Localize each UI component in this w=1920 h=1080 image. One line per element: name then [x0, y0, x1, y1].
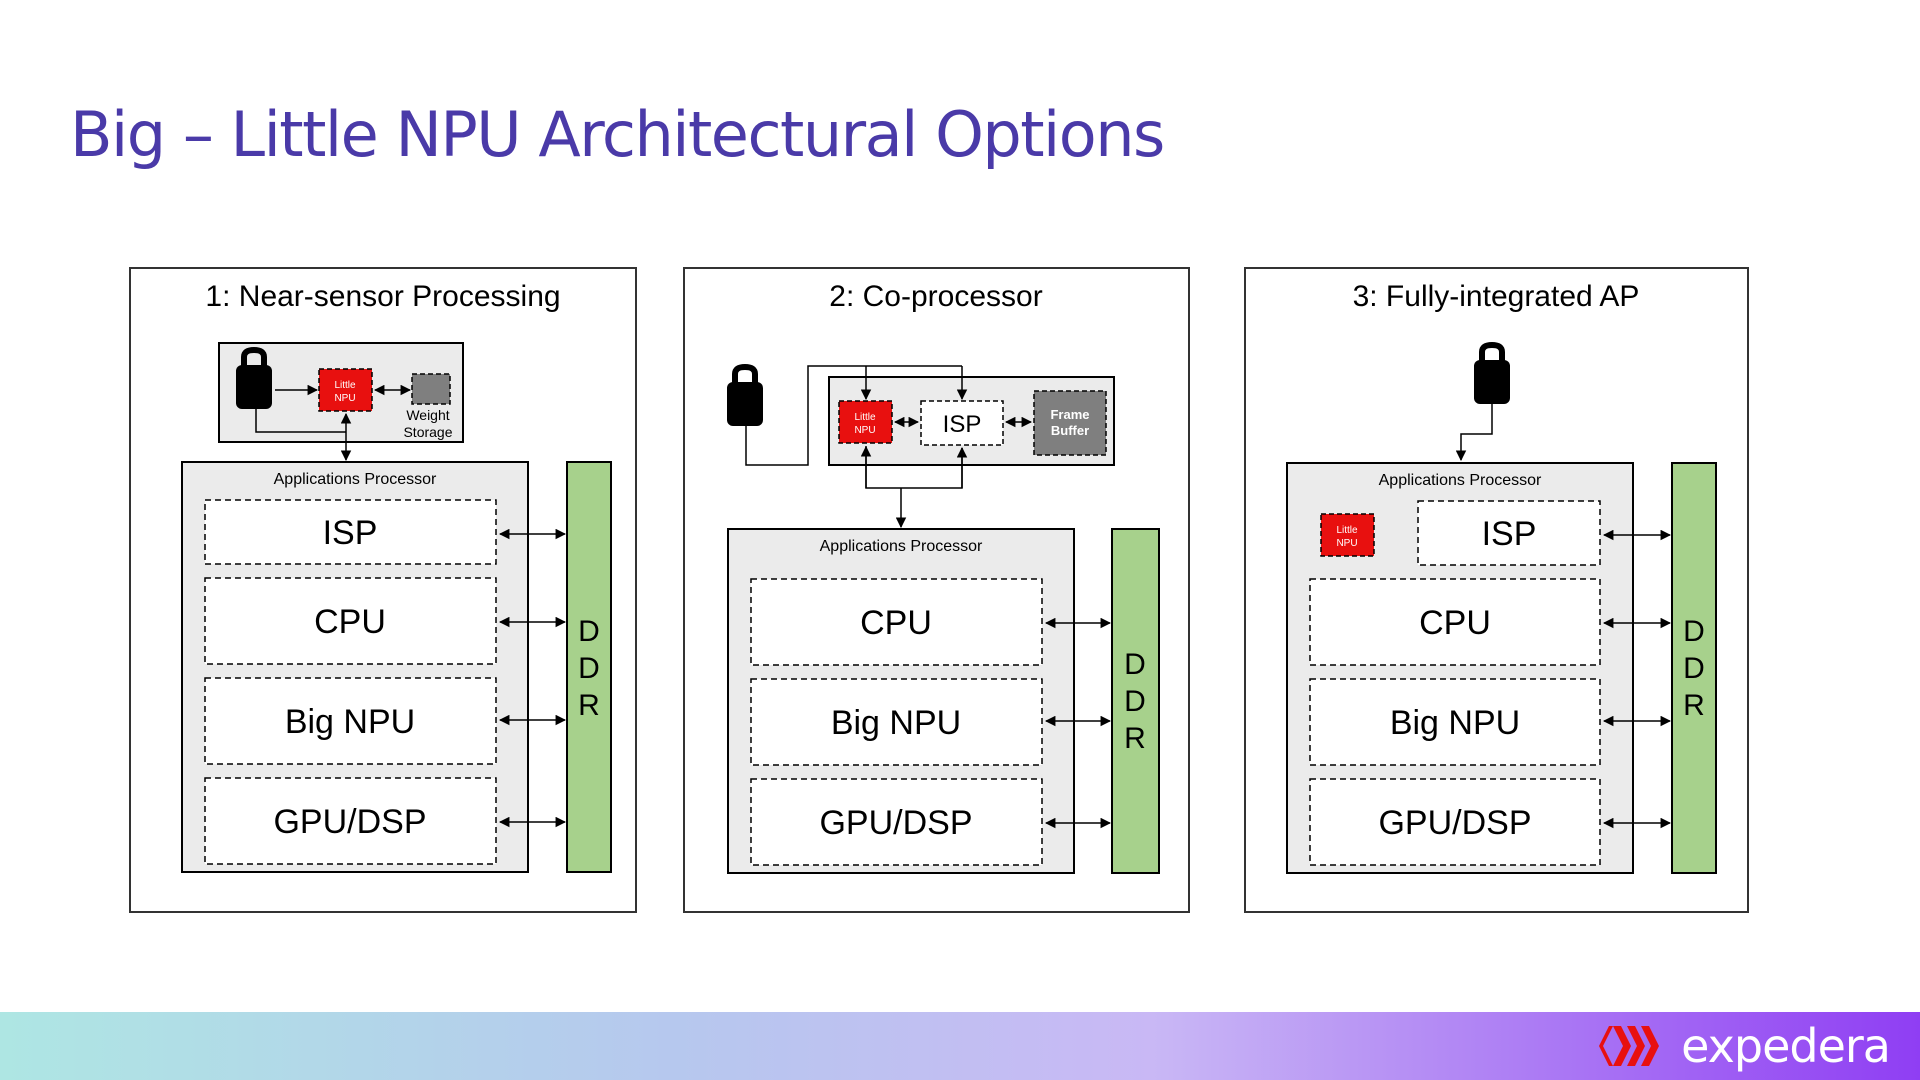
little-npu-label: NPU [1336, 538, 1357, 549]
sensor-bypass-line [255, 408, 346, 433]
little-npu-label: NPU [334, 393, 355, 404]
little-npu-label: Little [1336, 525, 1358, 536]
cpu-block [750, 578, 1043, 666]
isp-block [204, 499, 497, 565]
ddr-memory [1671, 462, 1717, 874]
panel-near-sensor: 1: Near-sensor Processing Little NPU Wei… [129, 267, 637, 913]
frame-buffer-label: Frame [1050, 407, 1089, 422]
big-npu-label: Big NPU [831, 704, 961, 742]
ddr-letter: D [1683, 652, 1705, 685]
cpu-label: CPU [1419, 604, 1491, 642]
big-npu-block [204, 677, 497, 765]
little-npu-block [838, 400, 893, 444]
page-title: Big – Little NPU Architectural Options [70, 98, 1165, 171]
panel-co-processor: 2: Co-processor Little NPU ISP Frame Buf… [683, 267, 1190, 913]
gpu-dsp-label: GPU/DSP [273, 803, 426, 841]
ddr-letter: R [1124, 722, 1146, 755]
cpu-label: CPU [314, 603, 386, 641]
ap-label: Applications Processor [274, 471, 437, 488]
logo-text: expedera [1681, 1019, 1891, 1073]
gpu-dsp-label: GPU/DSP [819, 804, 972, 842]
panel-title: 1: Near-sensor Processing [205, 280, 560, 313]
gpu-dsp-label: GPU/DSP [1378, 804, 1531, 842]
little-npu-block [318, 368, 373, 412]
sensor-to-ap-arrow [1455, 404, 1493, 462]
panel-fully-integrated: 3: Fully-integrated AP Applications Proc… [1244, 267, 1749, 913]
ddr-letter: D [578, 652, 600, 685]
expedera-logo: expedera [1591, 1018, 1891, 1074]
ddr-letter: D [1124, 648, 1146, 681]
frame-buffer-block [1033, 390, 1107, 456]
cpu-block [1309, 578, 1601, 666]
isp-block [1417, 500, 1601, 566]
big-npu-label: Big NPU [1390, 704, 1520, 742]
ddr-memory [566, 461, 612, 873]
gpu-dsp-block [1309, 778, 1601, 866]
panel-title: 2: Co-processor [829, 280, 1042, 313]
expedera-chevron-logo-icon [1599, 1026, 1660, 1066]
little-npu-label: Little [854, 412, 876, 423]
ap-label: Applications Processor [820, 538, 983, 555]
sensor-module: Little NPU Weight Storage [218, 342, 464, 462]
ddr-letter: D [578, 615, 600, 648]
sensor-feed-line [745, 365, 866, 466]
frame-buffer-label: Buffer [1051, 423, 1089, 438]
big-npu-label: Big NPU [285, 703, 415, 741]
isp-label: ISP [1482, 515, 1537, 553]
isp-block [920, 400, 1004, 446]
ap-label: Applications Processor [1379, 472, 1542, 489]
little-npu-label: Little [334, 380, 356, 391]
gpu-dsp-block [204, 777, 497, 865]
weight-storage-label: Storage [403, 424, 452, 440]
ddr-letter: R [578, 689, 600, 722]
big-npu-block [1309, 678, 1601, 766]
cpu-label: CPU [860, 604, 932, 642]
little-npu-label: NPU [854, 425, 875, 436]
weight-storage-label: Weight [406, 407, 449, 423]
weight-storage-block [411, 373, 451, 405]
ddr-letter: D [1124, 685, 1146, 718]
ddr-memory [1111, 528, 1160, 874]
isp-label: ISP [943, 411, 982, 438]
panel-title: 3: Fully-integrated AP [1353, 280, 1640, 313]
ddr-letter: R [1683, 689, 1705, 722]
coprocessor-module: Little NPU ISP Frame Buffer [828, 365, 1115, 529]
architecture-diagram: 1: Near-sensor Processing Little NPU Wei… [129, 267, 1749, 913]
gpu-dsp-block [750, 778, 1043, 866]
ddr-letter: D [1683, 615, 1705, 648]
big-npu-block [750, 678, 1043, 766]
little-npu-block [1320, 513, 1375, 557]
isp-label: ISP [323, 514, 378, 552]
cpu-block [204, 577, 497, 665]
